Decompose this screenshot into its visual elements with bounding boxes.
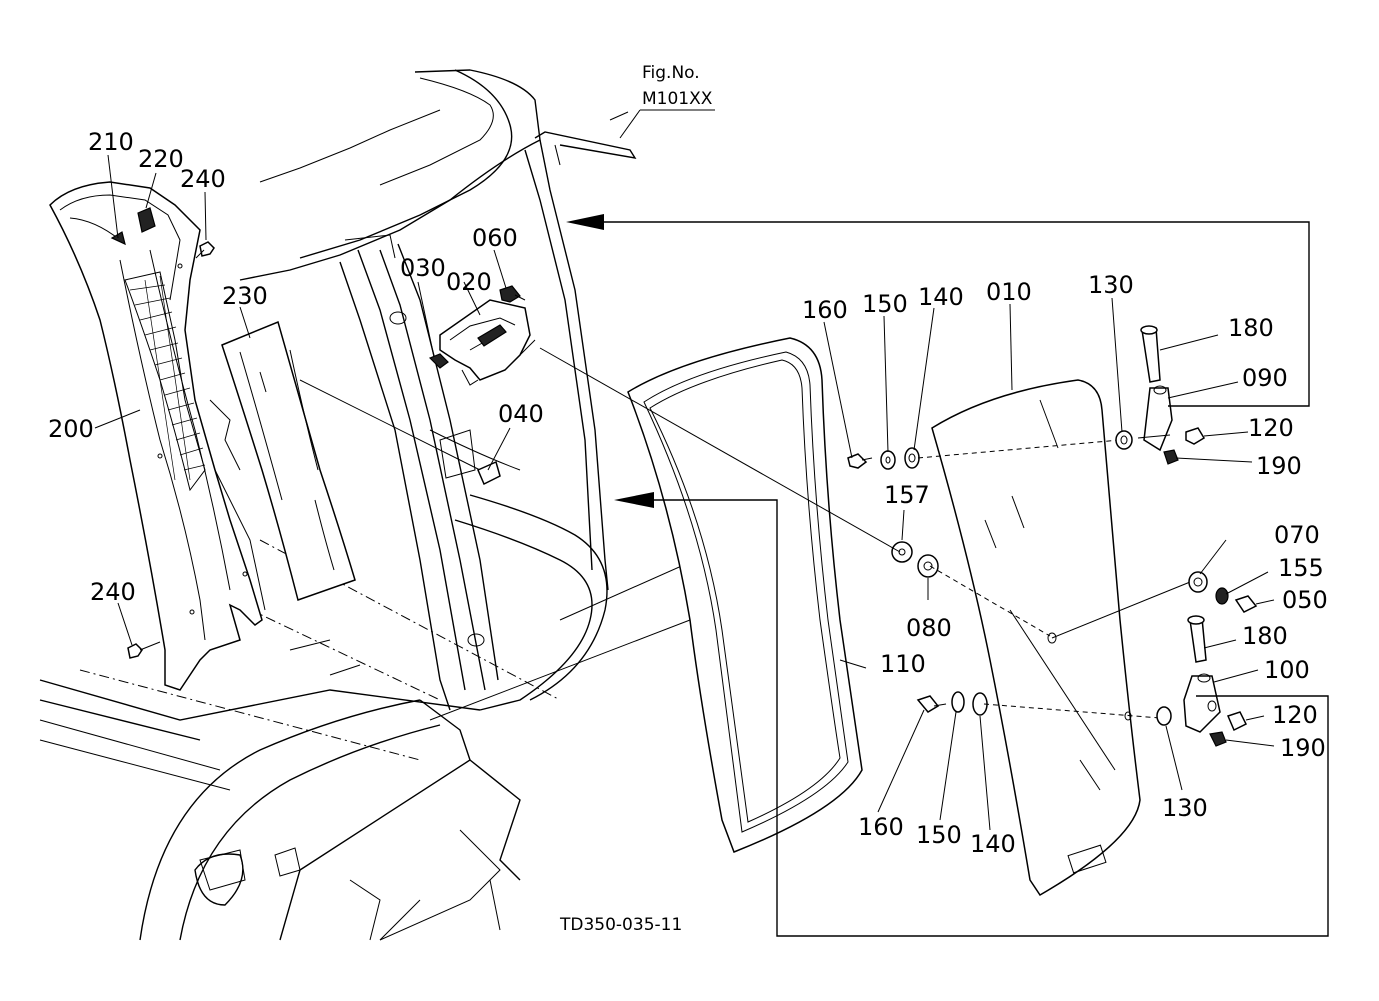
screw-240-upper [195, 241, 215, 259]
label-090: 090 [1242, 364, 1288, 392]
label-210: 210 [88, 128, 134, 156]
label-240-lower: 240 [90, 578, 136, 606]
latch-bracket-020 [439, 299, 536, 386]
label-030: 030 [400, 254, 446, 282]
screw-060 [499, 285, 526, 303]
bolt-160-upper [847, 453, 873, 469]
label-120-upper: 120 [1248, 414, 1294, 442]
label-180-lower: 180 [1242, 622, 1288, 650]
nut-120-upper [1185, 427, 1206, 445]
label-155: 155 [1278, 554, 1324, 582]
reference-arrow-upper [566, 214, 1310, 407]
label-130-lower: 130 [1162, 794, 1208, 822]
screw-240-lower [127, 641, 161, 659]
bushing-130-lower [1156, 706, 1172, 726]
pad-230 [221, 320, 356, 601]
washer-140-upper [904, 447, 920, 469]
label-140-lower: 140 [970, 830, 1016, 858]
label-190-upper: 190 [1256, 452, 1302, 480]
bolt-160-lower [916, 695, 947, 713]
label-020: 020 [446, 268, 492, 296]
label-040: 040 [498, 400, 544, 428]
hinge-100 [1183, 673, 1221, 733]
washer-157 [891, 541, 913, 563]
washer-150-lower [951, 691, 965, 713]
bushing-070 [1188, 571, 1208, 593]
leader-lines [94, 154, 1275, 831]
reference-arrow-lower [614, 492, 1329, 937]
label-220: 220 [138, 145, 184, 173]
plate-040 [439, 429, 501, 486]
nut-050 [1234, 595, 1258, 613]
pin-180-upper [1140, 325, 1161, 383]
nut-190-upper [1163, 449, 1179, 465]
label-070: 070 [1274, 521, 1320, 549]
label-100: 100 [1264, 656, 1310, 684]
drawing-code: TD350-035-11 [559, 915, 682, 935]
label-150-upper: 150 [862, 290, 908, 318]
label-230: 230 [222, 282, 268, 310]
bushing-130-upper [1115, 430, 1133, 450]
axis-upper [917, 439, 1121, 459]
label-190-lower: 190 [1280, 734, 1326, 762]
label-010: 010 [986, 278, 1032, 306]
fig-no-value: M101XX [642, 89, 713, 109]
label-110: 110 [880, 650, 926, 678]
fig-no-callout: Fig.No. M101XX [619, 63, 715, 139]
part-labels: 210 220 240 230 200 240 030 020 060 040 … [48, 128, 1328, 858]
nut-120-lower [1226, 711, 1248, 732]
washer-155 [1215, 587, 1229, 605]
fig-no-label: Fig.No. [642, 63, 700, 83]
label-157: 157 [884, 481, 930, 509]
glass-seal-110 [627, 337, 863, 853]
label-140-upper: 140 [918, 283, 964, 311]
label-130-upper: 130 [1088, 271, 1134, 299]
label-160-upper: 160 [802, 296, 848, 324]
label-240-upper: 240 [180, 165, 226, 193]
washer-150-upper [880, 450, 896, 470]
label-050: 050 [1282, 586, 1328, 614]
leader-glass-pivot [539, 347, 901, 553]
label-150-lower: 150 [916, 821, 962, 849]
label-200: 200 [48, 415, 94, 443]
hinge-090 [1137, 385, 1173, 452]
line-middle [1051, 579, 1196, 639]
cab-frame [39, 69, 754, 941]
label-160-lower: 160 [858, 813, 904, 841]
bushing-080 [917, 554, 939, 578]
label-180-upper: 180 [1228, 314, 1274, 342]
pin-180-lower [1187, 615, 1207, 663]
label-060: 060 [472, 224, 518, 252]
glass-panel-010 [931, 379, 1141, 897]
label-120-lower: 120 [1272, 701, 1318, 729]
pillar-cover-200 [49, 181, 266, 691]
label-080: 080 [906, 614, 952, 642]
nut-190-lower [1209, 731, 1227, 747]
screw-030 [428, 353, 449, 369]
